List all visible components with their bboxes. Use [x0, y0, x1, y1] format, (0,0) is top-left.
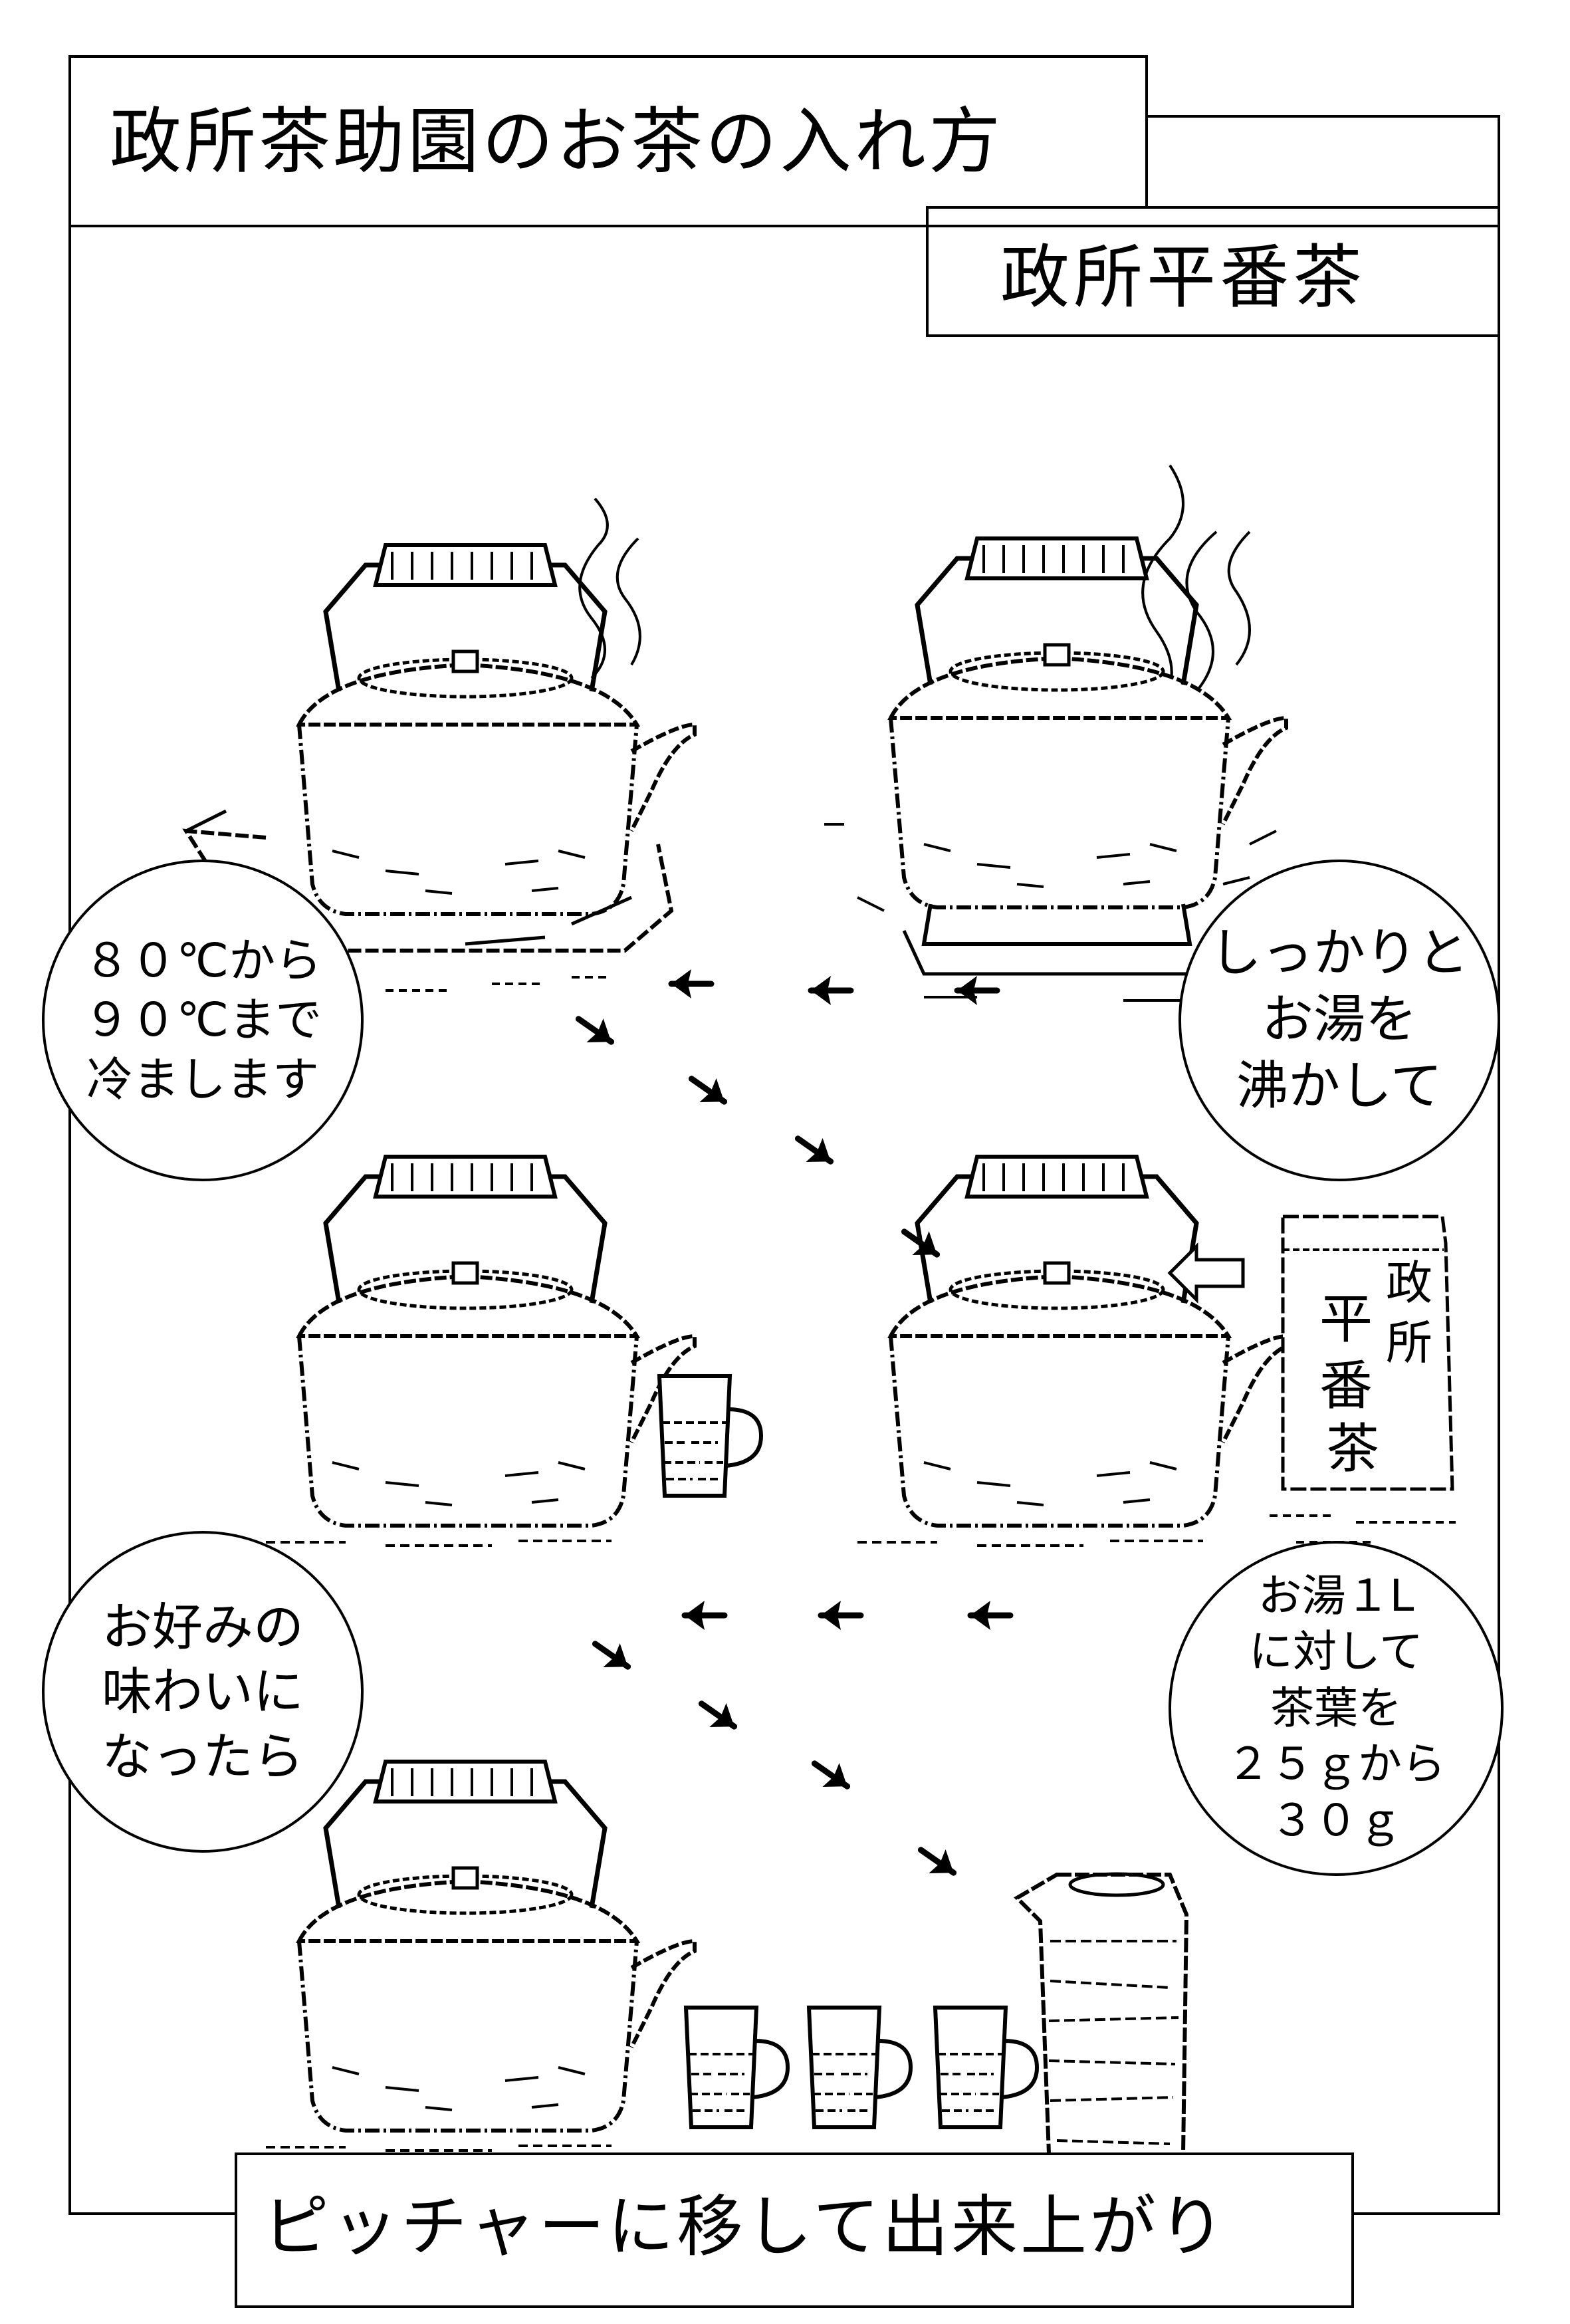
product-name: 政所平番茶 [1000, 237, 1367, 318]
page-title: 政所茶助園のお茶の入れ方 [110, 100, 1004, 183]
subtitle-box [926, 225, 1500, 337]
step-text-taste: お好みの 味わいに なったら [102, 1597, 304, 1786]
arrow-icon [685, 1601, 1010, 1630]
pitcher-icon [1014, 1872, 1189, 2186]
tea-bag-label-1: 政 [1386, 1256, 1432, 1310]
step-circle-cool [42, 860, 364, 1181]
cup-icon [809, 2008, 911, 2127]
title-box [68, 55, 1148, 227]
tea-bag-label-5: 茶 [1326, 1418, 1379, 1480]
footer-caption: ピッチャーに移して出来上がり [263, 2188, 1228, 2266]
cup-icon [935, 2008, 1037, 2127]
kettle-icon [857, 1157, 1286, 1547]
step-text-measure: お湯１L に対して 茶葉を ２５ｇから ３０ｇ [1226, 1569, 1446, 1846]
cup-icon [686, 2008, 788, 2127]
cup-icon [659, 1376, 761, 1496]
arrow-icon [570, 1007, 945, 1266]
tea-bag-icon [1270, 1215, 1456, 1544]
arrow-icon [1167, 1242, 1245, 1304]
step-circle-measure [1169, 1541, 1504, 1876]
kettle-icon [266, 1157, 695, 1547]
tea-bag-label-3: 平 [1319, 1288, 1373, 1350]
footer-box [235, 2152, 1354, 2308]
tea-bag-label-4: 番 [1319, 1355, 1373, 1417]
step-text-cool: ８０℃から ９０℃まで 冷まします [83, 933, 322, 1107]
tea-bag-label-2: 所 [1386, 1316, 1432, 1370]
step-text-boil: しっかりと お湯を 沸かして [1209, 923, 1469, 1116]
step-circle-boil [1178, 860, 1500, 1181]
kettle-icon [266, 1762, 695, 2152]
arrow-icon [587, 1632, 962, 1885]
step-circle-taste [42, 1531, 364, 1853]
